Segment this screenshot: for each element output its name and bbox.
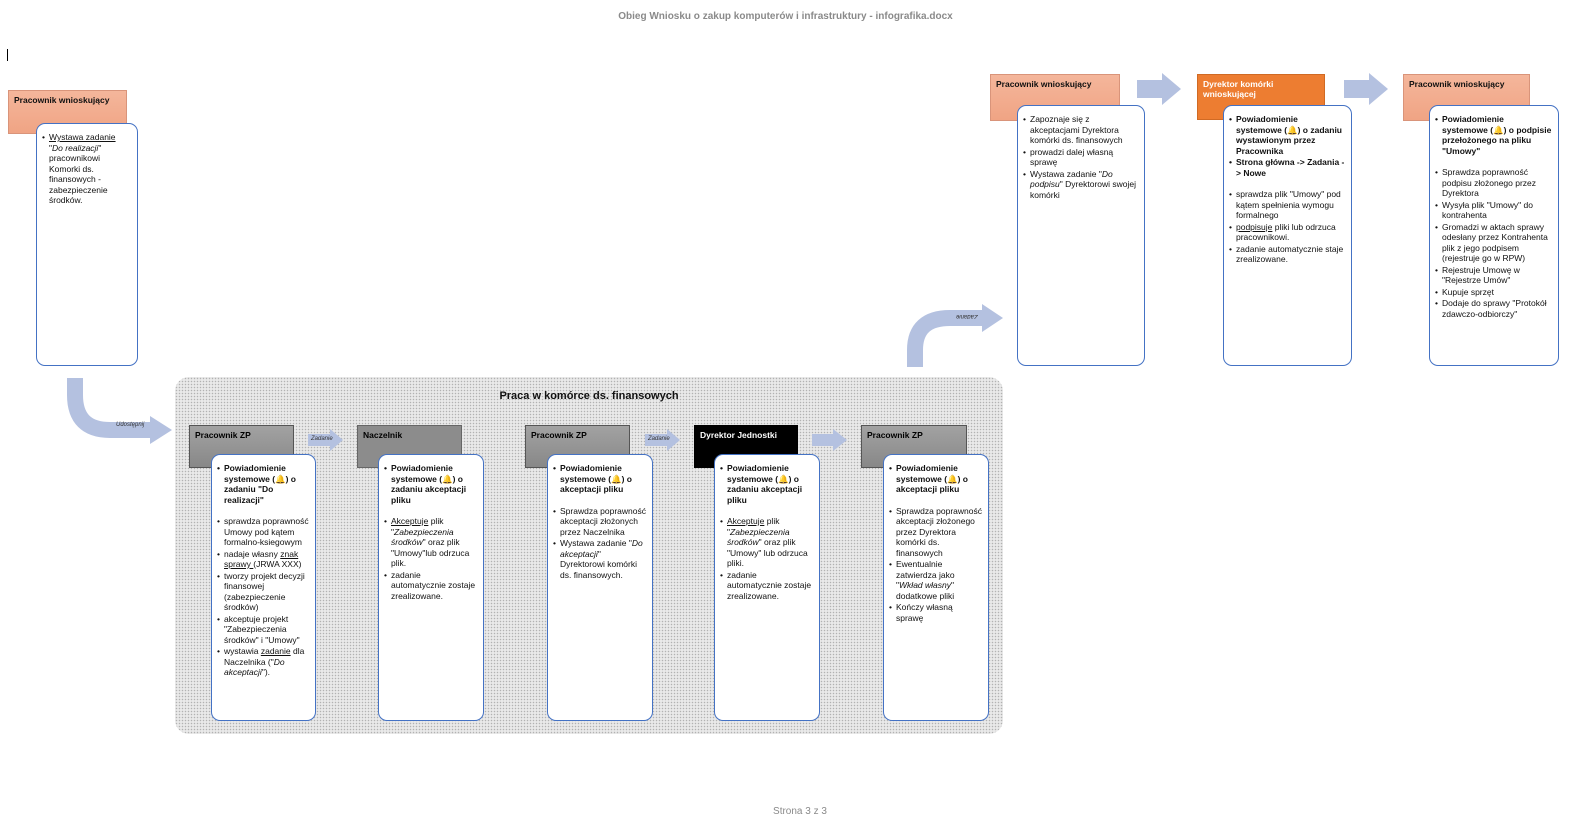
step7-item-3: Wystawa zadanie "Do podpisu" Dyrektorowi… [1023,169,1138,201]
arrow-s5-s6 [812,434,833,446]
curved-arrow-down [67,378,150,438]
step6-item-1: Sprawdza poprawność akceptacji złożonego… [889,506,982,559]
step9-item-3: Gromadzi w aktach sprawy odesłany przez … [1435,222,1552,264]
arrow-s8-s9-head [1369,73,1388,105]
step3-notification: Powiadomienie systemowe (🔔) o zadaniu ak… [384,463,477,505]
step4-item-1: Sprawdza poprawność akceptacji złożonych… [553,506,646,538]
step5-item-1: Akceptuje plik "Zabezpieczenia środków" … [720,516,813,569]
arrow-s8-s9 [1344,80,1369,98]
step5-notification: Powiadomienie systemowe (🔔) o zadaniu ak… [720,463,813,505]
arrow-s4-s5-head [667,429,680,451]
step3-item-1: Akceptuje plik "Zabezpieczenia środków" … [384,516,477,569]
step8-item-3: zadanie automatycznie staje zrealizowane… [1229,244,1345,265]
step8-item-2: podpisuje pliki lub odrzuca pracownikowi… [1229,222,1345,243]
step4-card: Powiadomienie systemowe (🔔) o akceptacji… [547,454,653,721]
step8-notification-path: Strona główna -> Zadania -> Nowe [1229,157,1345,178]
step1-card: Wystawa zadanie "Do realizacji" pracowni… [36,123,138,366]
arrow-s7-s8 [1137,80,1162,98]
step2-card: Powiadomienie systemowe (🔔) o zadaniu "D… [211,454,316,721]
arrow-s5-s6-head [833,429,847,451]
step2-item-5: wystawia zadanie dla Naczelnika ("Do akc… [217,646,309,678]
step2-item-1: sprawdza poprawność Umowy pod kątem form… [217,516,309,548]
connector-label-zadanie-1: Zadanie [311,436,333,442]
step2-item-4: akceptuje projekt "Zabezpieczenia środkó… [217,614,309,646]
step4-notification: Powiadomienie systemowe (🔔) o akceptacji… [553,463,646,495]
step7-card: Zapoznaje się z akceptacjami Dyrektora k… [1017,105,1145,366]
step2-item-3: tworzy projekt decyzji finansowej (zabez… [217,571,309,613]
step9-notification: Powiadomienie systemowe (🔔) o podpisie p… [1435,114,1552,156]
step2-item-2: nadaje własny znak sprawy (JRWA XXX) [217,549,309,570]
step5-card: Powiadomienie systemowe (🔔) o zadaniu ak… [714,454,820,721]
arrow-s2-s3 [308,434,330,446]
step3-item-2: zadanie automatycznie zostaje zrealizowa… [384,570,477,602]
step6-item-3: Kończy własną sprawę [889,602,982,623]
step6-card: Powiadomienie systemowe (🔔) o akceptacji… [883,454,989,721]
curved-arrow-up [907,310,982,367]
step5-item-2: zadanie automatycznie zostaje zrealizowa… [720,570,813,602]
step7-item-2: prowadzi dalej własną sprawę [1023,147,1138,168]
step8-notification: Powiadomienie systemowe (🔔) o zadaniu wy… [1229,114,1345,156]
arrow-s2-s3-head [330,429,343,451]
step9-item-5: Kupuje sprzęt [1435,287,1552,298]
step6-notification: Powiadomienie systemowe (🔔) o akceptacji… [889,463,982,495]
step9-card: Powiadomienie systemowe (🔔) o podpisie p… [1429,105,1559,366]
step9-item-2: Wysyła plik "Umowy" do kontrahenta [1435,200,1552,221]
step3-card: Powiadomienie systemowe (🔔) o zadaniu ak… [378,454,484,721]
connector-label-zadanie-3: Zadanie [956,313,978,319]
step7-item-1: Zapoznaje się z akceptacjami Dyrektora k… [1023,114,1138,146]
page-number: Strona 3 z 3 [773,806,827,817]
step6-item-2: Ewentualnie zatwierdza jako "Wkład własn… [889,559,982,601]
step8-card: Powiadomienie systemowe (🔔) o zadaniu wy… [1223,105,1352,366]
step4-item-2: Wystawa zadanie "Do akceptacji" Dyrektor… [553,538,646,580]
step9-item-4: Rejestruje Umowę w "Rejestrze Umów" [1435,265,1552,286]
connector-label-zadanie-2: Zadanie [648,436,670,442]
document-title: Obieg Wniosku o zakup komputerów i infra… [618,11,953,22]
curved-arrow-up-head [982,304,1003,332]
step1-item-1: Wystawa zadanie "Do realizacji" pracowni… [42,132,131,206]
step2-notification: Powiadomienie systemowe (🔔) o zadaniu "D… [217,463,309,505]
step9-item-6: Dodaje do sprawy "Protokół zdawczo-odbio… [1435,298,1552,319]
arrow-s4-s5 [645,434,667,446]
curved-arrow-down-head [150,416,172,444]
arrow-s7-s8-head [1162,73,1181,105]
connector-label-udostepnij: Udostępnij [116,422,145,428]
step9-item-1: Sprawdza poprawność podpisu złożonego pr… [1435,167,1552,199]
step8-item-1: sprawdza plik "Umowy" pod kątem spełnien… [1229,189,1345,221]
finance-group-title: Praca w komórce ds. finansowych [499,390,679,402]
text-cursor [7,49,8,61]
